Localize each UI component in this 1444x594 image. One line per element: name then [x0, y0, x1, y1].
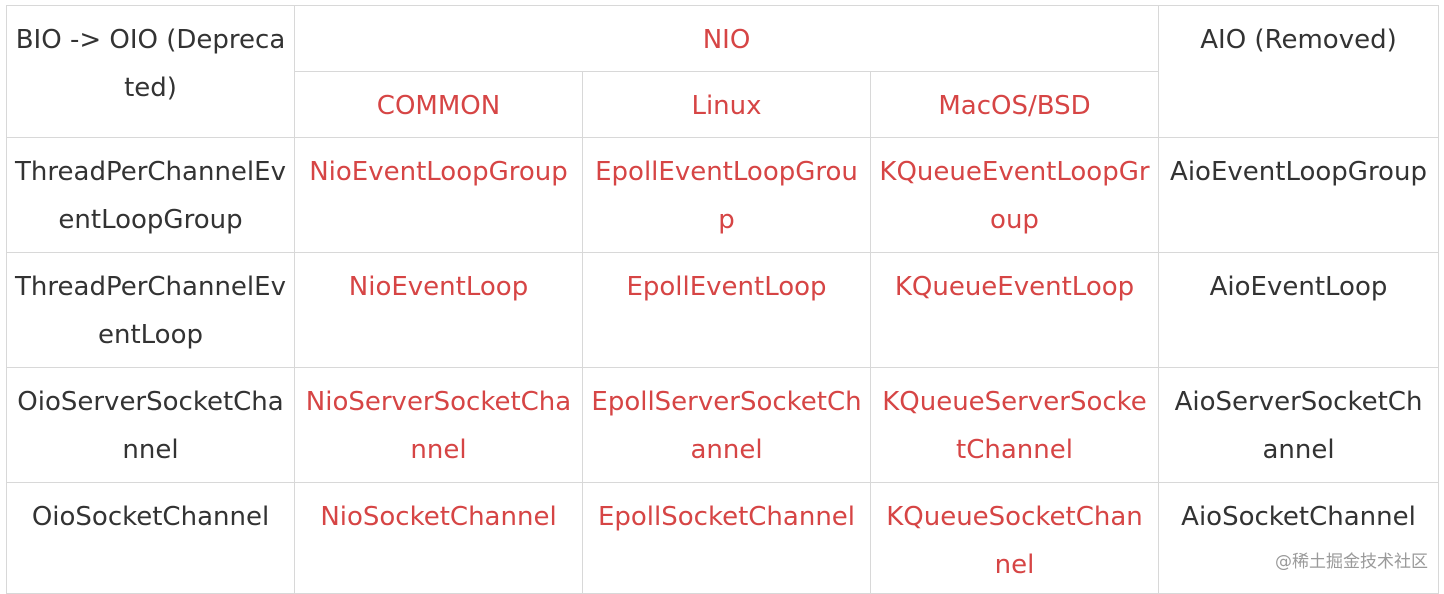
header-bio: BIO -> OIO (Deprecated): [6, 5, 295, 138]
cell-macos: KQueueEventLoop: [870, 252, 1159, 368]
cell-linux: EpollServerSocketChannel: [582, 367, 871, 483]
header-macos: MacOS/BSD: [870, 71, 1159, 138]
cell-common: NioEventLoopGroup: [294, 137, 583, 253]
cell-aio: AioServerSocketChannel: [1158, 367, 1439, 483]
cell-bio: ThreadPerChannelEventLoopGroup: [6, 137, 295, 253]
header-linux: Linux: [582, 71, 871, 138]
cell-aio: AioSocketChannel: [1158, 482, 1439, 594]
cell-aio: AioEventLoop: [1158, 252, 1439, 368]
table-row: OioSocketChannel NioSocketChannel EpollS…: [6, 482, 1439, 594]
cell-bio: OioSocketChannel: [6, 482, 295, 594]
cell-macos: KQueueServerSocketChannel: [870, 367, 1159, 483]
header-aio: AIO (Removed): [1158, 5, 1439, 138]
cell-bio: OioServerSocketChannel: [6, 367, 295, 483]
transport-comparison-table: BIO -> OIO (Deprecated) NIO AIO (Removed…: [6, 5, 1439, 594]
cell-linux: EpollSocketChannel: [582, 482, 871, 594]
cell-bio: ThreadPerChannelEventLoop: [6, 252, 295, 368]
cell-linux: EpollEventLoop: [582, 252, 871, 368]
table-row: ThreadPerChannelEventLoopGroup NioEventL…: [6, 137, 1439, 253]
header-row-sub: COMMON Linux MacOS/BSD: [7, 71, 1439, 138]
cell-linux: EpollEventLoopGroup: [582, 137, 871, 253]
cell-macos: KQueueSocketChannel: [870, 482, 1159, 594]
table-row: ThreadPerChannelEventLoop NioEventLoop E…: [6, 252, 1439, 368]
header-row-top: BIO -> OIO (Deprecated) NIO AIO (Removed…: [6, 5, 1439, 138]
watermark: @稀土掘金技术社区: [1275, 552, 1428, 572]
cell-aio: AioEventLoopGroup: [1158, 137, 1439, 253]
table-row: OioServerSocketChannel NioServerSocketCh…: [6, 367, 1439, 483]
cell-common: NioServerSocketChannel: [294, 367, 583, 483]
cell-common: NioSocketChannel: [294, 482, 583, 594]
header-nio: NIO: [294, 5, 1159, 72]
cell-macos: KQueueEventLoopGroup: [870, 137, 1159, 253]
header-common: COMMON: [294, 71, 583, 138]
cell-common: NioEventLoop: [294, 252, 583, 368]
